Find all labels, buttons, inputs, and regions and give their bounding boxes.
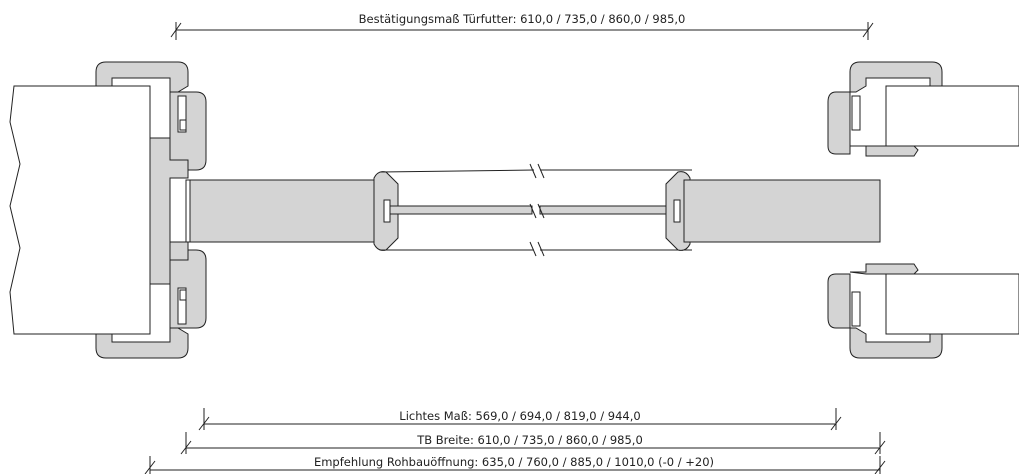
top-dimension-label: Bestätigungsmaß Türfutter: 610,0 / 735,0…: [359, 12, 686, 26]
right-upper-slot: [851, 95, 861, 131]
lower-frame-gasket: [179, 289, 187, 301]
break-mark-top-2: [537, 163, 545, 179]
break-mark-mid-1: [529, 203, 537, 219]
upper-frame-cover: [169, 91, 207, 171]
lichtes-mass-dimension: Lichtes Maß: 569,0 / 694,0 / 819,0 / 944…: [198, 408, 842, 431]
left-lower-frame: [95, 241, 207, 359]
top-dimension: Bestätigungsmaß Türfutter: 610,0 / 735,0…: [170, 12, 874, 40]
right-lower-slot: [851, 291, 861, 327]
upper-frame-gasket: [179, 119, 187, 131]
right-lower-jamb: [849, 263, 919, 275]
upper-frame-slot: [177, 95, 187, 133]
right-lower-frame: [827, 263, 1019, 359]
break-mark-bottom-2: [537, 241, 545, 257]
tb-breite-dimension: TB Breite: 610,0 / 735,0 / 860,0 / 985,0: [180, 432, 886, 455]
left-clamp-slot: [383, 199, 391, 223]
left-clamp: [373, 171, 399, 251]
wall-panel-right: [683, 179, 881, 243]
top-dimension-left-slash: [170, 22, 182, 38]
glass-core-left: [389, 205, 533, 215]
rohbau-label: Empfehlung Rohbauöffnung: 635,0 / 760,0 …: [314, 455, 714, 469]
lichtes-right-slash: [830, 416, 842, 431]
wall-panel-left: [185, 179, 381, 243]
tb-breite-label: TB Breite: 610,0 / 735,0 / 860,0 / 985,0: [416, 433, 643, 447]
upper-jamb: [149, 137, 189, 285]
lower-jamb-step: [169, 241, 189, 261]
glass-core-right: [539, 205, 683, 215]
right-clamp-slot: [673, 199, 681, 223]
lower-frame-cover: [169, 249, 207, 329]
rohbau-left-slash: [144, 460, 156, 474]
tb-right-slash: [874, 440, 886, 455]
rohbau-right-slash: [874, 460, 886, 474]
lower-frame-outer: [95, 327, 189, 359]
wall-panel-left-body: [185, 179, 381, 243]
lower-frame-slot: [177, 287, 187, 325]
rohbau-dimension: Empfehlung Rohbauöffnung: 635,0 / 760,0 …: [144, 455, 886, 474]
top-dimension-right-slash: [862, 22, 874, 38]
glass-pane: [379, 163, 692, 257]
right-upper-frame-outer: [849, 61, 943, 93]
break-mark-bottom-1: [529, 241, 537, 257]
right-lower-frame-cover: [827, 273, 851, 329]
right-upper-wall: [885, 85, 1019, 147]
lichtes-left-slash: [198, 416, 210, 431]
wall-panel-left-edge: [185, 179, 191, 243]
right-lower-wall: [885, 273, 1019, 335]
left-upper-frame: [95, 61, 207, 285]
left-door-leaf: [9, 85, 151, 335]
upper-frame-outer: [95, 61, 189, 93]
right-lower-frame-outer: [849, 327, 943, 359]
right-upper-frame: [827, 61, 1019, 157]
break-mark-top-1: [529, 163, 537, 179]
right-upper-frame-cover: [827, 91, 851, 155]
right-upper-jamb: [850, 145, 919, 157]
tb-left-slash: [180, 440, 192, 455]
glass-top-left: [379, 169, 535, 173]
break-mark-mid-2: [537, 203, 545, 219]
lichtes-mass-label: Lichtes Maß: 569,0 / 694,0 / 819,0 / 944…: [399, 409, 640, 423]
wall-panel-right-body: [683, 179, 881, 243]
door-leaf: [9, 85, 151, 335]
